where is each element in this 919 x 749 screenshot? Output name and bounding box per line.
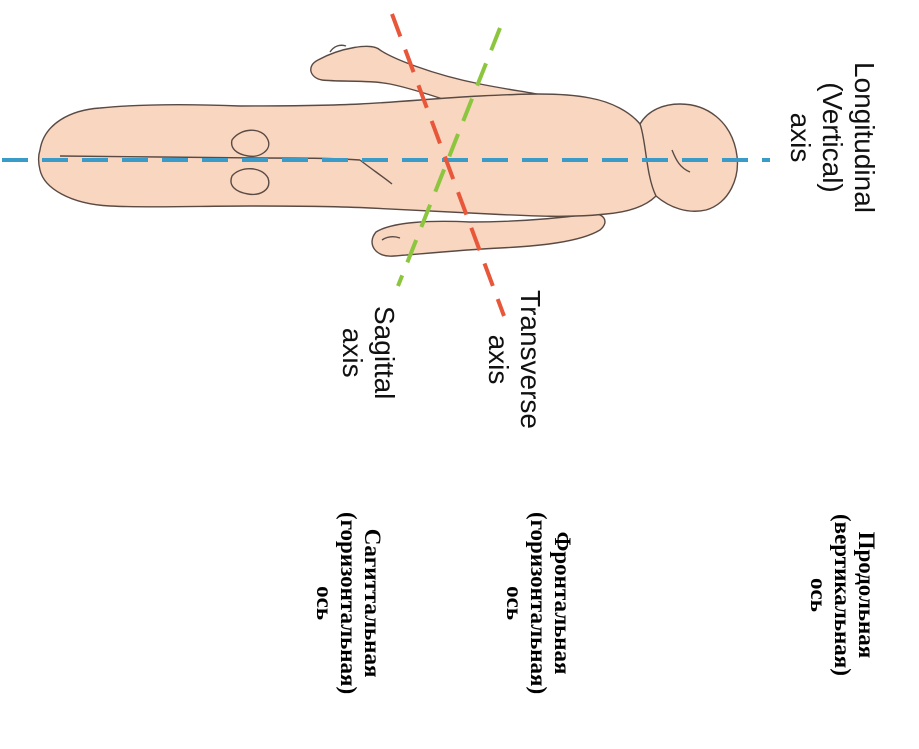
russian-longitudinal-axis-label: Продольная (вертикальная) ось [806, 514, 878, 676]
sagittal-axis-label: Sagittal axis [336, 306, 400, 399]
russian-frontal-axis-label: Фронтальная (горизонтальная) ось [502, 512, 574, 694]
longitudinal-axis-label: Longitudinal (Vertical) axis [784, 62, 880, 213]
transverse-axis-label: Transverse axis [482, 290, 546, 429]
russian-sagittal-axis-label: Сагиттальная (горизонтальная) ось [312, 512, 384, 694]
human-body-figure [39, 45, 738, 256]
